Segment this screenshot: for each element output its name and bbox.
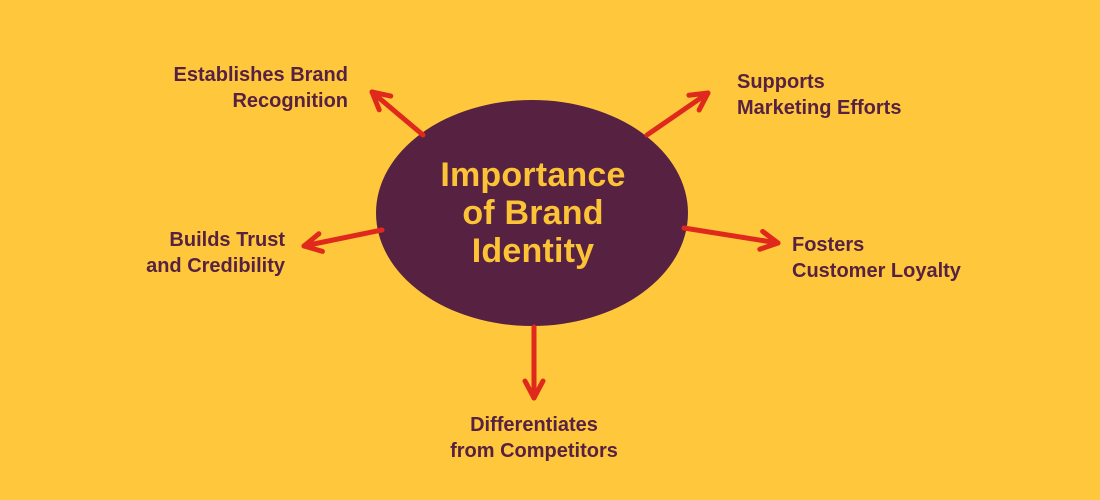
arrow-to-establishes-brand-recognition-icon <box>369 89 426 138</box>
node-fosters-customer-loyalty: Fosters Customer Loyalty <box>792 232 1032 284</box>
arrow-to-supports-marketing-efforts-icon <box>644 90 711 138</box>
node-label-line: from Competitors <box>450 440 618 462</box>
node-supports-marketing-efforts: Supports Marketing Efforts <box>737 69 977 121</box>
node-label-line: and Credibility <box>146 255 285 277</box>
arrow-to-fosters-customer-loyalty-icon <box>681 225 781 252</box>
center-ellipse <box>376 100 688 326</box>
node-label-line: Fosters <box>792 234 865 256</box>
arrow-to-builds-trust-and-credibility-icon <box>301 227 385 254</box>
center-topic-line: Identity <box>471 232 595 270</box>
center-topic-line: Importance <box>440 156 626 194</box>
node-label-line: Marketing Efforts <box>737 97 902 119</box>
node-label-line: Establishes Brand <box>173 64 348 86</box>
node-establishes-brand-recognition: Establishes Brand Recognition <box>120 62 348 114</box>
node-label-line: Customer Loyalty <box>792 260 961 282</box>
node-builds-trust-and-credibility: Builds Trust and Credibility <box>85 227 285 279</box>
center-topic-line: of Brand <box>462 194 604 232</box>
center-topic: Importance of Brand Identity <box>377 100 689 326</box>
node-label-line: Supports <box>737 71 825 93</box>
node-label-line: Builds Trust <box>169 229 285 251</box>
node-label-line: Differentiates <box>470 414 598 436</box>
node-differentiates-from-competitors: Differentiates from Competitors <box>384 412 684 464</box>
node-label-line: Recognition <box>232 90 348 112</box>
